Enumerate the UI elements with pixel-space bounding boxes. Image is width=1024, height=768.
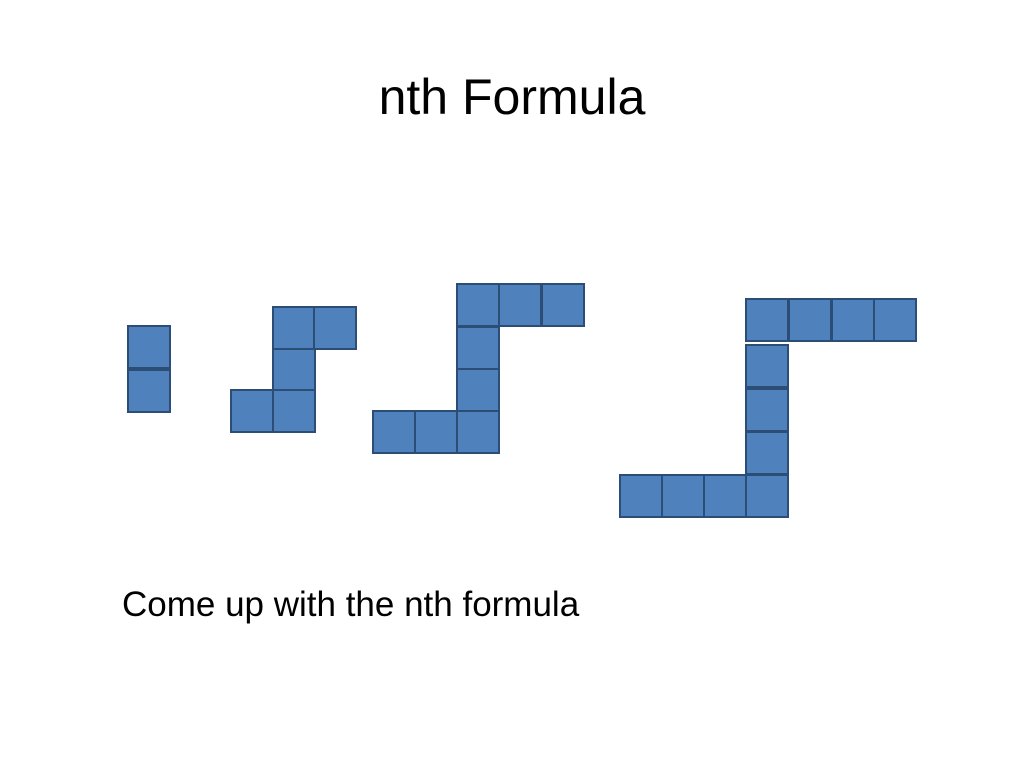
pattern-square: [272, 348, 316, 392]
pattern-square: [456, 326, 500, 370]
pattern-square: [745, 474, 789, 518]
pattern-square: [127, 325, 171, 369]
pattern-square: [745, 388, 789, 432]
pattern-square: [619, 474, 663, 518]
pattern-square: [661, 474, 705, 518]
pattern-square: [272, 389, 316, 433]
pattern-square: [456, 283, 500, 327]
pattern-square: [313, 306, 357, 350]
pattern-square: [372, 410, 416, 454]
slide-title: nth Formula: [378, 69, 646, 125]
pattern-square: [127, 369, 171, 413]
pattern-square: [873, 298, 917, 342]
pattern-square: [745, 431, 789, 475]
pattern-square: [456, 368, 500, 412]
pattern-square: [745, 344, 789, 388]
pattern-square: [414, 410, 458, 454]
pattern-square: [831, 298, 875, 342]
pattern-square: [541, 283, 585, 327]
pattern-square: [498, 283, 542, 327]
pattern-term-4: [619, 298, 917, 518]
pattern-term-3: [372, 283, 585, 454]
pattern-square: [788, 298, 832, 342]
pattern-term-2: [230, 306, 357, 433]
pattern-square: [703, 474, 747, 518]
pattern-square: [745, 298, 789, 342]
pattern-square: [456, 410, 500, 454]
pattern-term-1: [127, 325, 171, 413]
instruction-text: Come up with the nth formula: [122, 585, 580, 624]
pattern-square: [230, 389, 274, 433]
pattern-square: [272, 306, 316, 350]
